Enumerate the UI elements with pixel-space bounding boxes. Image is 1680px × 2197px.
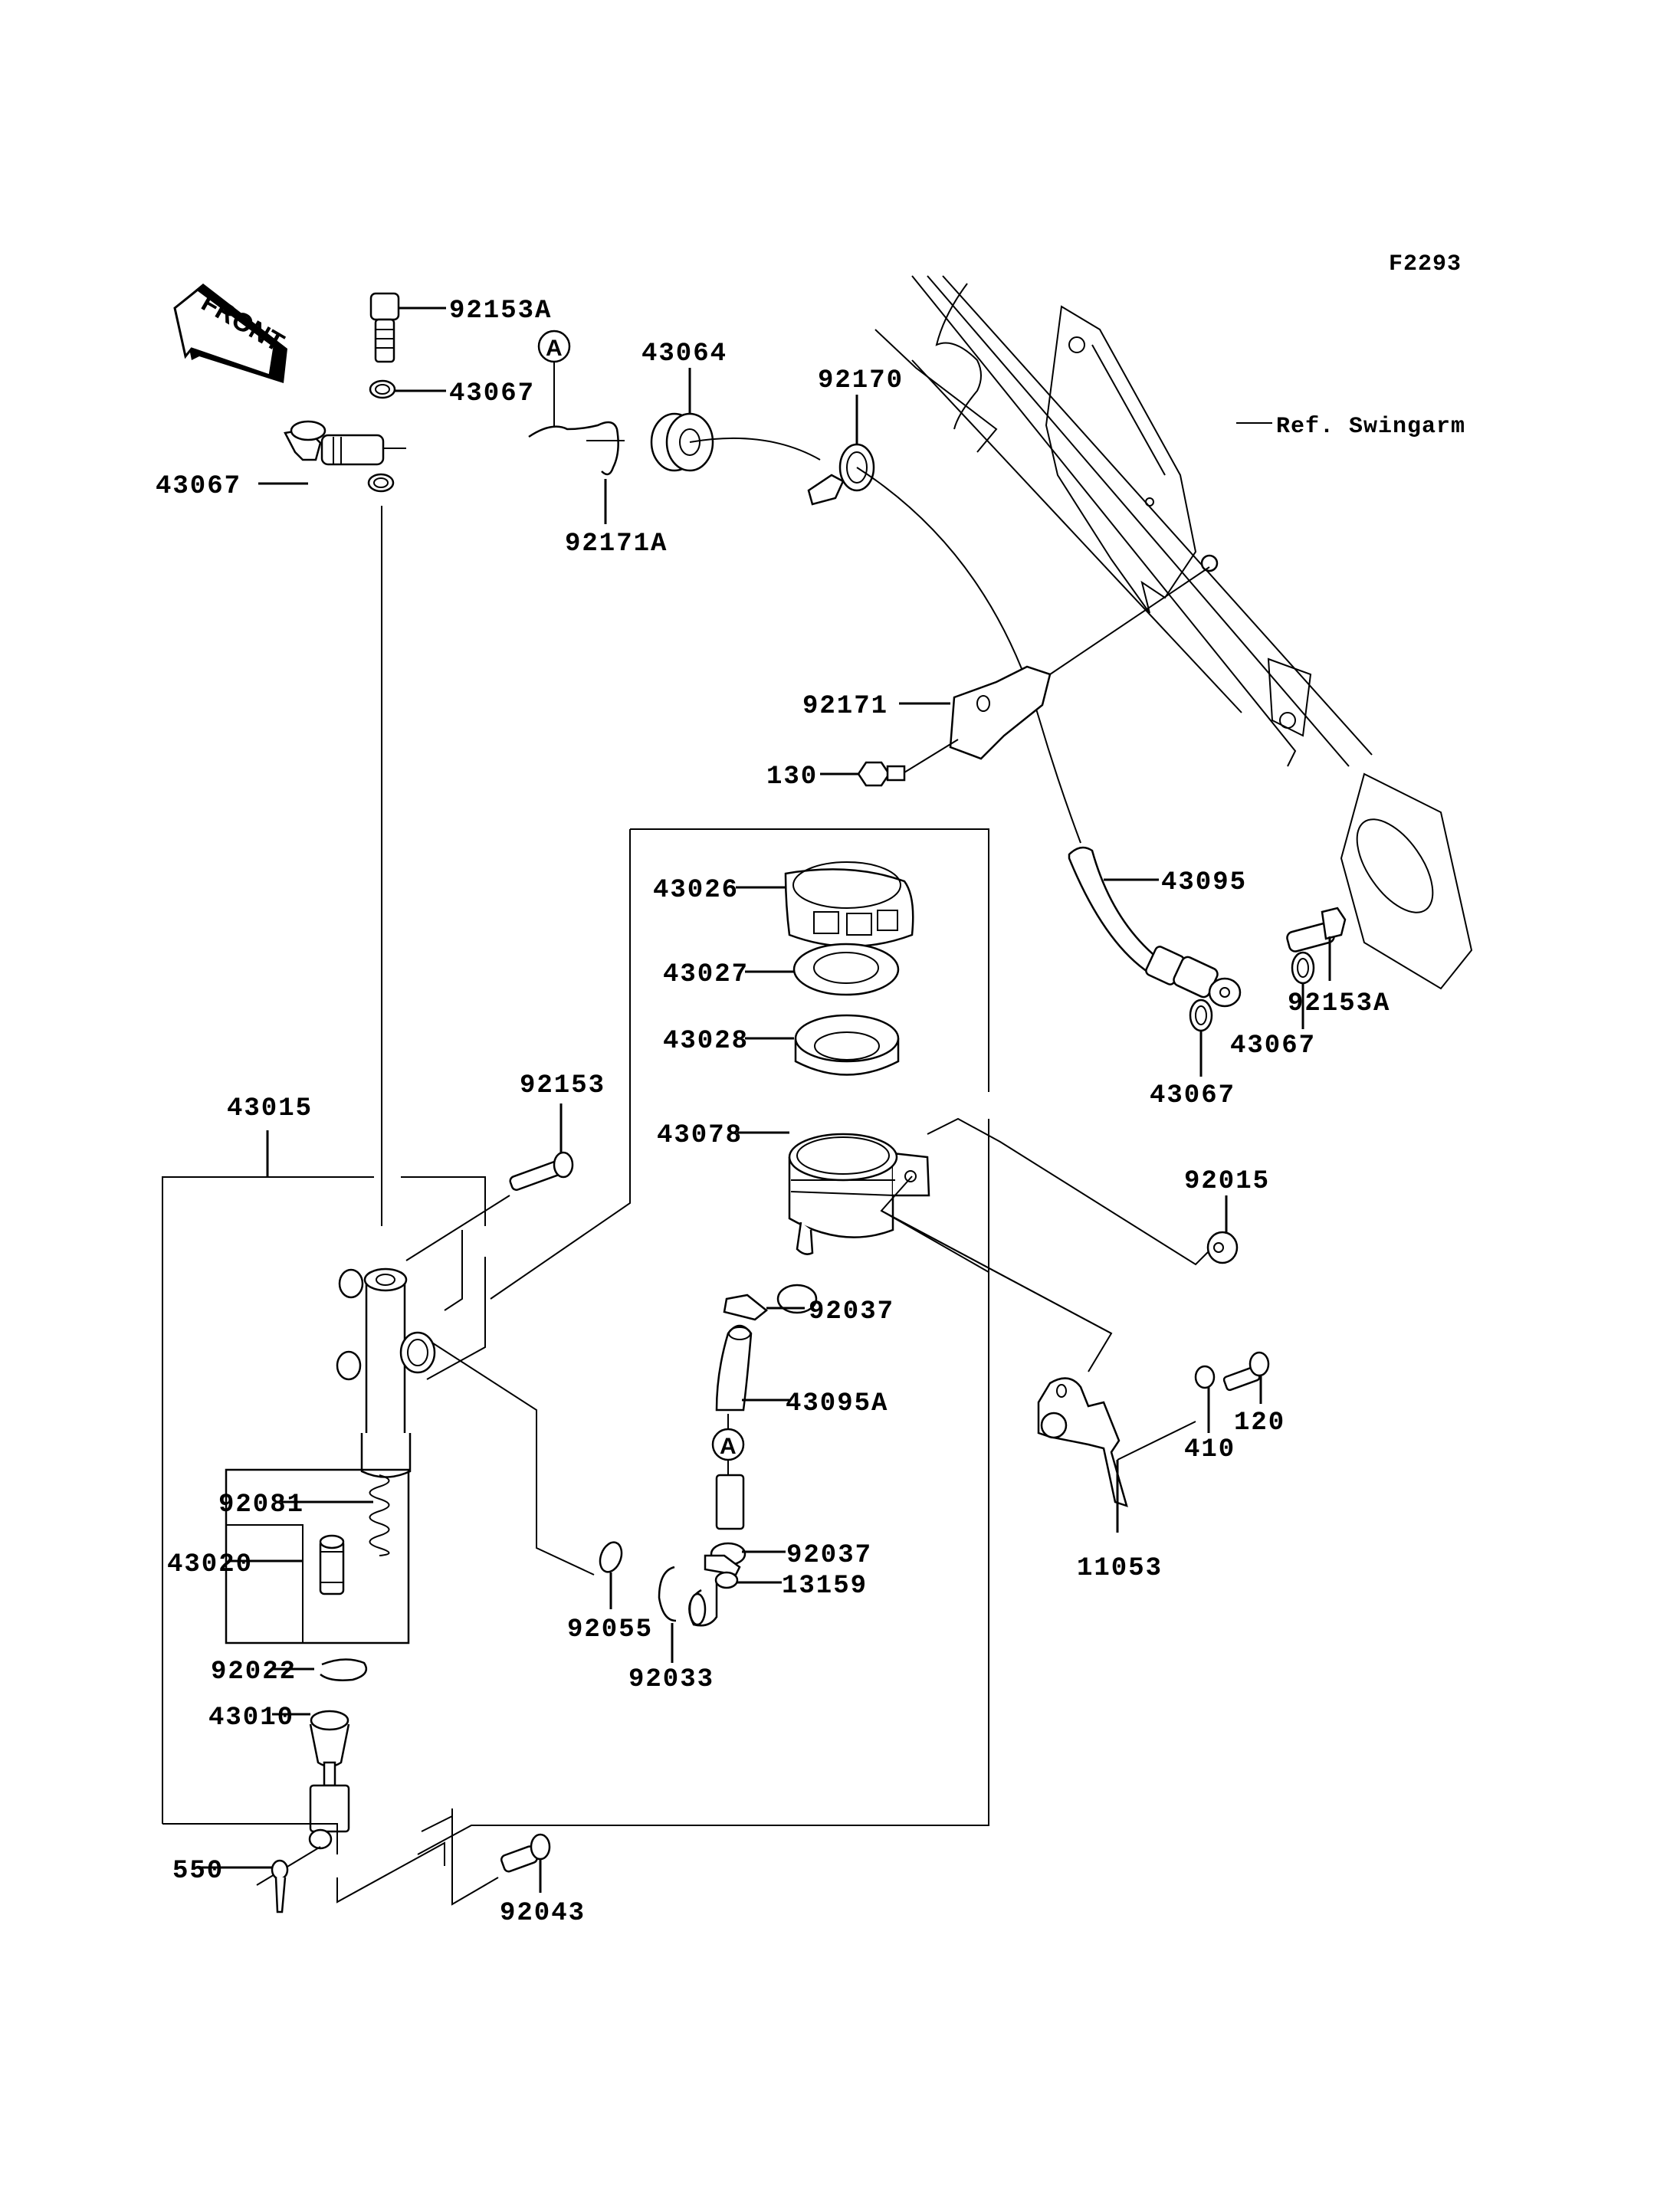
brake-hose-routing (856, 467, 1081, 844)
label-43020: 43020 (167, 1550, 253, 1579)
banjo-bolt-92153A-right (1286, 907, 1347, 953)
circlip-92022 (320, 1658, 368, 1681)
label-92153: 92153 (520, 1071, 605, 1100)
diaphragm-43028 (794, 1014, 900, 1076)
banjo-bolt-92153A-top (369, 292, 400, 363)
piston-kit-frame (225, 1468, 410, 1644)
master-cylinder-assembly-frame (162, 1176, 486, 1824)
label-92171: 92171 (802, 692, 888, 721)
label-92043: 92043 (500, 1899, 586, 1928)
label-43064: 43064 (641, 339, 727, 369)
reservoir-bracket-11053 (1037, 1377, 1128, 1507)
label-410: 410 (1184, 1435, 1235, 1464)
bolt-130 (857, 761, 906, 787)
circlip-92033 (658, 1566, 677, 1622)
label-43095: 43095 (1161, 868, 1247, 897)
label-92055: 92055 (567, 1615, 653, 1644)
label-92033: 92033 (628, 1665, 714, 1694)
connector-marker-a-bottom-label: A (720, 1434, 737, 1459)
label-43010: 43010 (208, 1703, 294, 1733)
label-43067-right-b: 43067 (1150, 1081, 1235, 1110)
washer-43067-top (369, 379, 396, 399)
label-11053: 11053 (1077, 1554, 1163, 1583)
nut-92015 (1206, 1231, 1239, 1264)
label-92037-top: 92037 (809, 1297, 894, 1326)
washer-410 (1194, 1365, 1216, 1389)
label-92037-bottom: 92037 (786, 1541, 872, 1570)
swingarm-reference-outline (874, 275, 1473, 990)
hose-clip-92171A (528, 421, 619, 476)
diaphragm-plate-43027 (792, 943, 900, 996)
spring-92081 (369, 1474, 390, 1556)
label-92170: 92170 (818, 366, 904, 395)
label-92015: 92015 (1184, 1167, 1270, 1196)
label-43067-top: 43067 (449, 379, 535, 408)
label-43027: 43027 (663, 960, 749, 989)
label-13159: 13159 (782, 1572, 868, 1601)
reservoir-tank-43078 (788, 1133, 930, 1255)
master-cylinder-body (336, 1267, 436, 1478)
label-43095A: 43095A (786, 1389, 888, 1418)
brake-hose-43095 (1068, 846, 1242, 1008)
label-43067-right-a: 43067 (1230, 1031, 1316, 1061)
label-43078: 43078 (657, 1121, 743, 1150)
label-43026: 43026 (653, 876, 739, 905)
reservoir-hose-lower (715, 1474, 745, 1530)
washer-43067-right-a (1291, 951, 1315, 985)
label-43015: 43015 (227, 1094, 313, 1123)
clamp-92170 (807, 443, 875, 506)
label-43067-left: 43067 (156, 472, 241, 501)
hose-banjo-fitting (284, 420, 385, 466)
label-92153A-top: 92153A (449, 297, 552, 326)
front-arrow-icon: FRONT (173, 284, 289, 383)
figure-code: F2293 (1389, 251, 1462, 277)
label-92081: 92081 (218, 1490, 304, 1520)
label-130: 130 (766, 762, 818, 792)
piston-43020 (319, 1534, 345, 1595)
connector-marker-a-top-label: A (546, 336, 563, 361)
clevis-pin-92043 (500, 1833, 551, 1873)
grommet-43064 (650, 412, 714, 472)
label-550: 550 (172, 1857, 224, 1886)
reservoir-cap-43026 (784, 861, 914, 948)
hose-clamp-92037-bottom (704, 1542, 746, 1576)
pushrod-43010 (308, 1710, 350, 1850)
bolt-120 (1222, 1351, 1270, 1392)
washer-43067-right-b (1189, 998, 1213, 1032)
reservoir-hose-43095A (715, 1324, 753, 1412)
bolt-92153 (509, 1151, 574, 1191)
hose-clamp-92037-top (723, 1284, 818, 1321)
o-ring-92055 (599, 1541, 623, 1573)
label-120: 120 (1234, 1408, 1285, 1438)
label-92153A-right: 92153A (1288, 989, 1390, 1018)
hose-bracket-92171 (949, 665, 1052, 760)
washer-43067-left (367, 473, 395, 493)
label-92022: 92022 (211, 1658, 297, 1687)
reservoir-assembly-frame (417, 828, 989, 1855)
label-ref-swingarm: Ref. Swingarm (1276, 414, 1465, 440)
hose-elbow-13159 (688, 1571, 739, 1627)
cotter-pin-550 (271, 1859, 289, 1913)
label-43028: 43028 (663, 1027, 749, 1056)
label-92171A: 92171A (565, 530, 668, 559)
